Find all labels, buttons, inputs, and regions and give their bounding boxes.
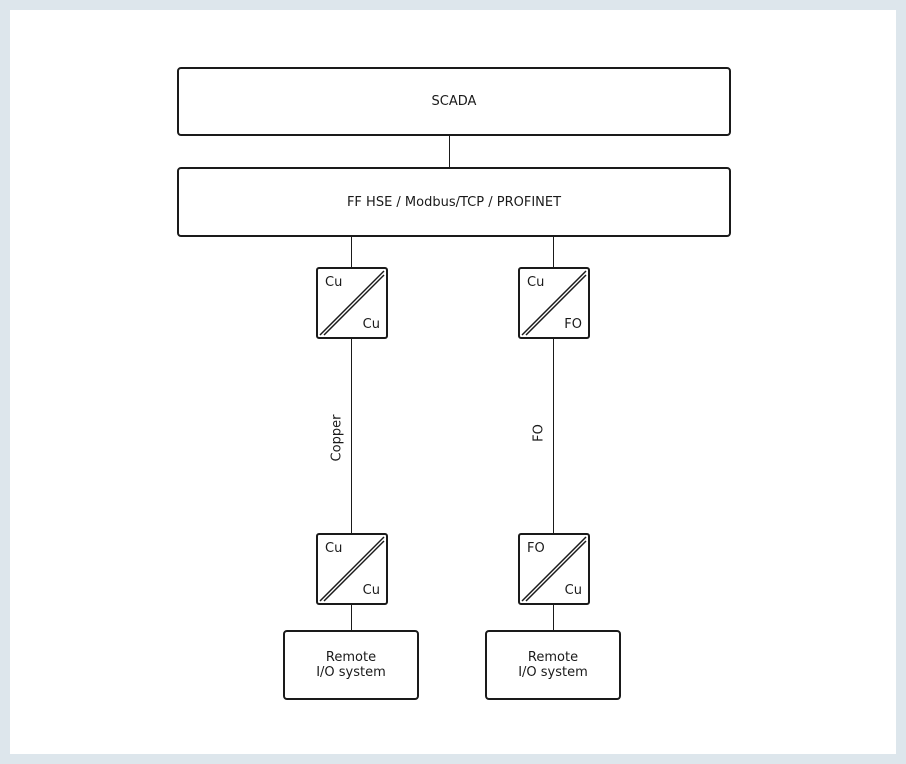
scada-box: SCADA <box>177 67 731 136</box>
fo-bottom-converter: FO Cu <box>518 533 590 605</box>
copper-cable-label: Copper <box>329 412 345 464</box>
converter-input-label: FO <box>527 541 545 556</box>
converter-input-label: Cu <box>527 275 545 290</box>
remote-io-line1: Remote <box>527 650 579 665</box>
converter-output-label: Cu <box>362 583 380 598</box>
converter-output-label: FO <box>564 317 582 332</box>
scada-network-link <box>449 136 450 168</box>
fo-cable-label: FO <box>531 422 547 444</box>
diagram-panel: SCADA FF HSE / Modbus/TCP / PROFINET Cu … <box>10 10 896 754</box>
copper-remote-io-box: Remote I/O system <box>283 630 419 700</box>
network-label: FF HSE / Modbus/TCP / PROFINET <box>346 194 562 210</box>
converter-diagonal-icon <box>319 536 385 602</box>
converter-input-label: Cu <box>325 541 343 556</box>
fo-uplink-line <box>553 237 554 269</box>
fo-io-link <box>553 605 554 632</box>
copper-cable-line <box>351 339 352 535</box>
scada-label: SCADA <box>431 94 477 109</box>
fo-remote-io-box: Remote I/O system <box>485 630 621 700</box>
network-box: FF HSE / Modbus/TCP / PROFINET <box>177 167 731 237</box>
remote-io-line1: Remote <box>325 650 377 665</box>
converter-diagonal-icon <box>521 536 587 602</box>
converter-diagonal-icon <box>521 270 587 336</box>
converter-input-label: Cu <box>325 275 343 290</box>
copper-top-converter: Cu Cu <box>316 267 388 339</box>
converter-output-label: Cu <box>564 583 582 598</box>
copper-bottom-converter: Cu Cu <box>316 533 388 605</box>
converter-diagonal-icon <box>319 270 385 336</box>
fo-cable-line <box>553 339 554 535</box>
copper-io-link <box>351 605 352 632</box>
fo-top-converter: Cu FO <box>518 267 590 339</box>
remote-io-line2: I/O system <box>518 665 588 680</box>
copper-uplink-line <box>351 237 352 269</box>
remote-io-line2: I/O system <box>316 665 386 680</box>
converter-output-label: Cu <box>362 317 380 332</box>
